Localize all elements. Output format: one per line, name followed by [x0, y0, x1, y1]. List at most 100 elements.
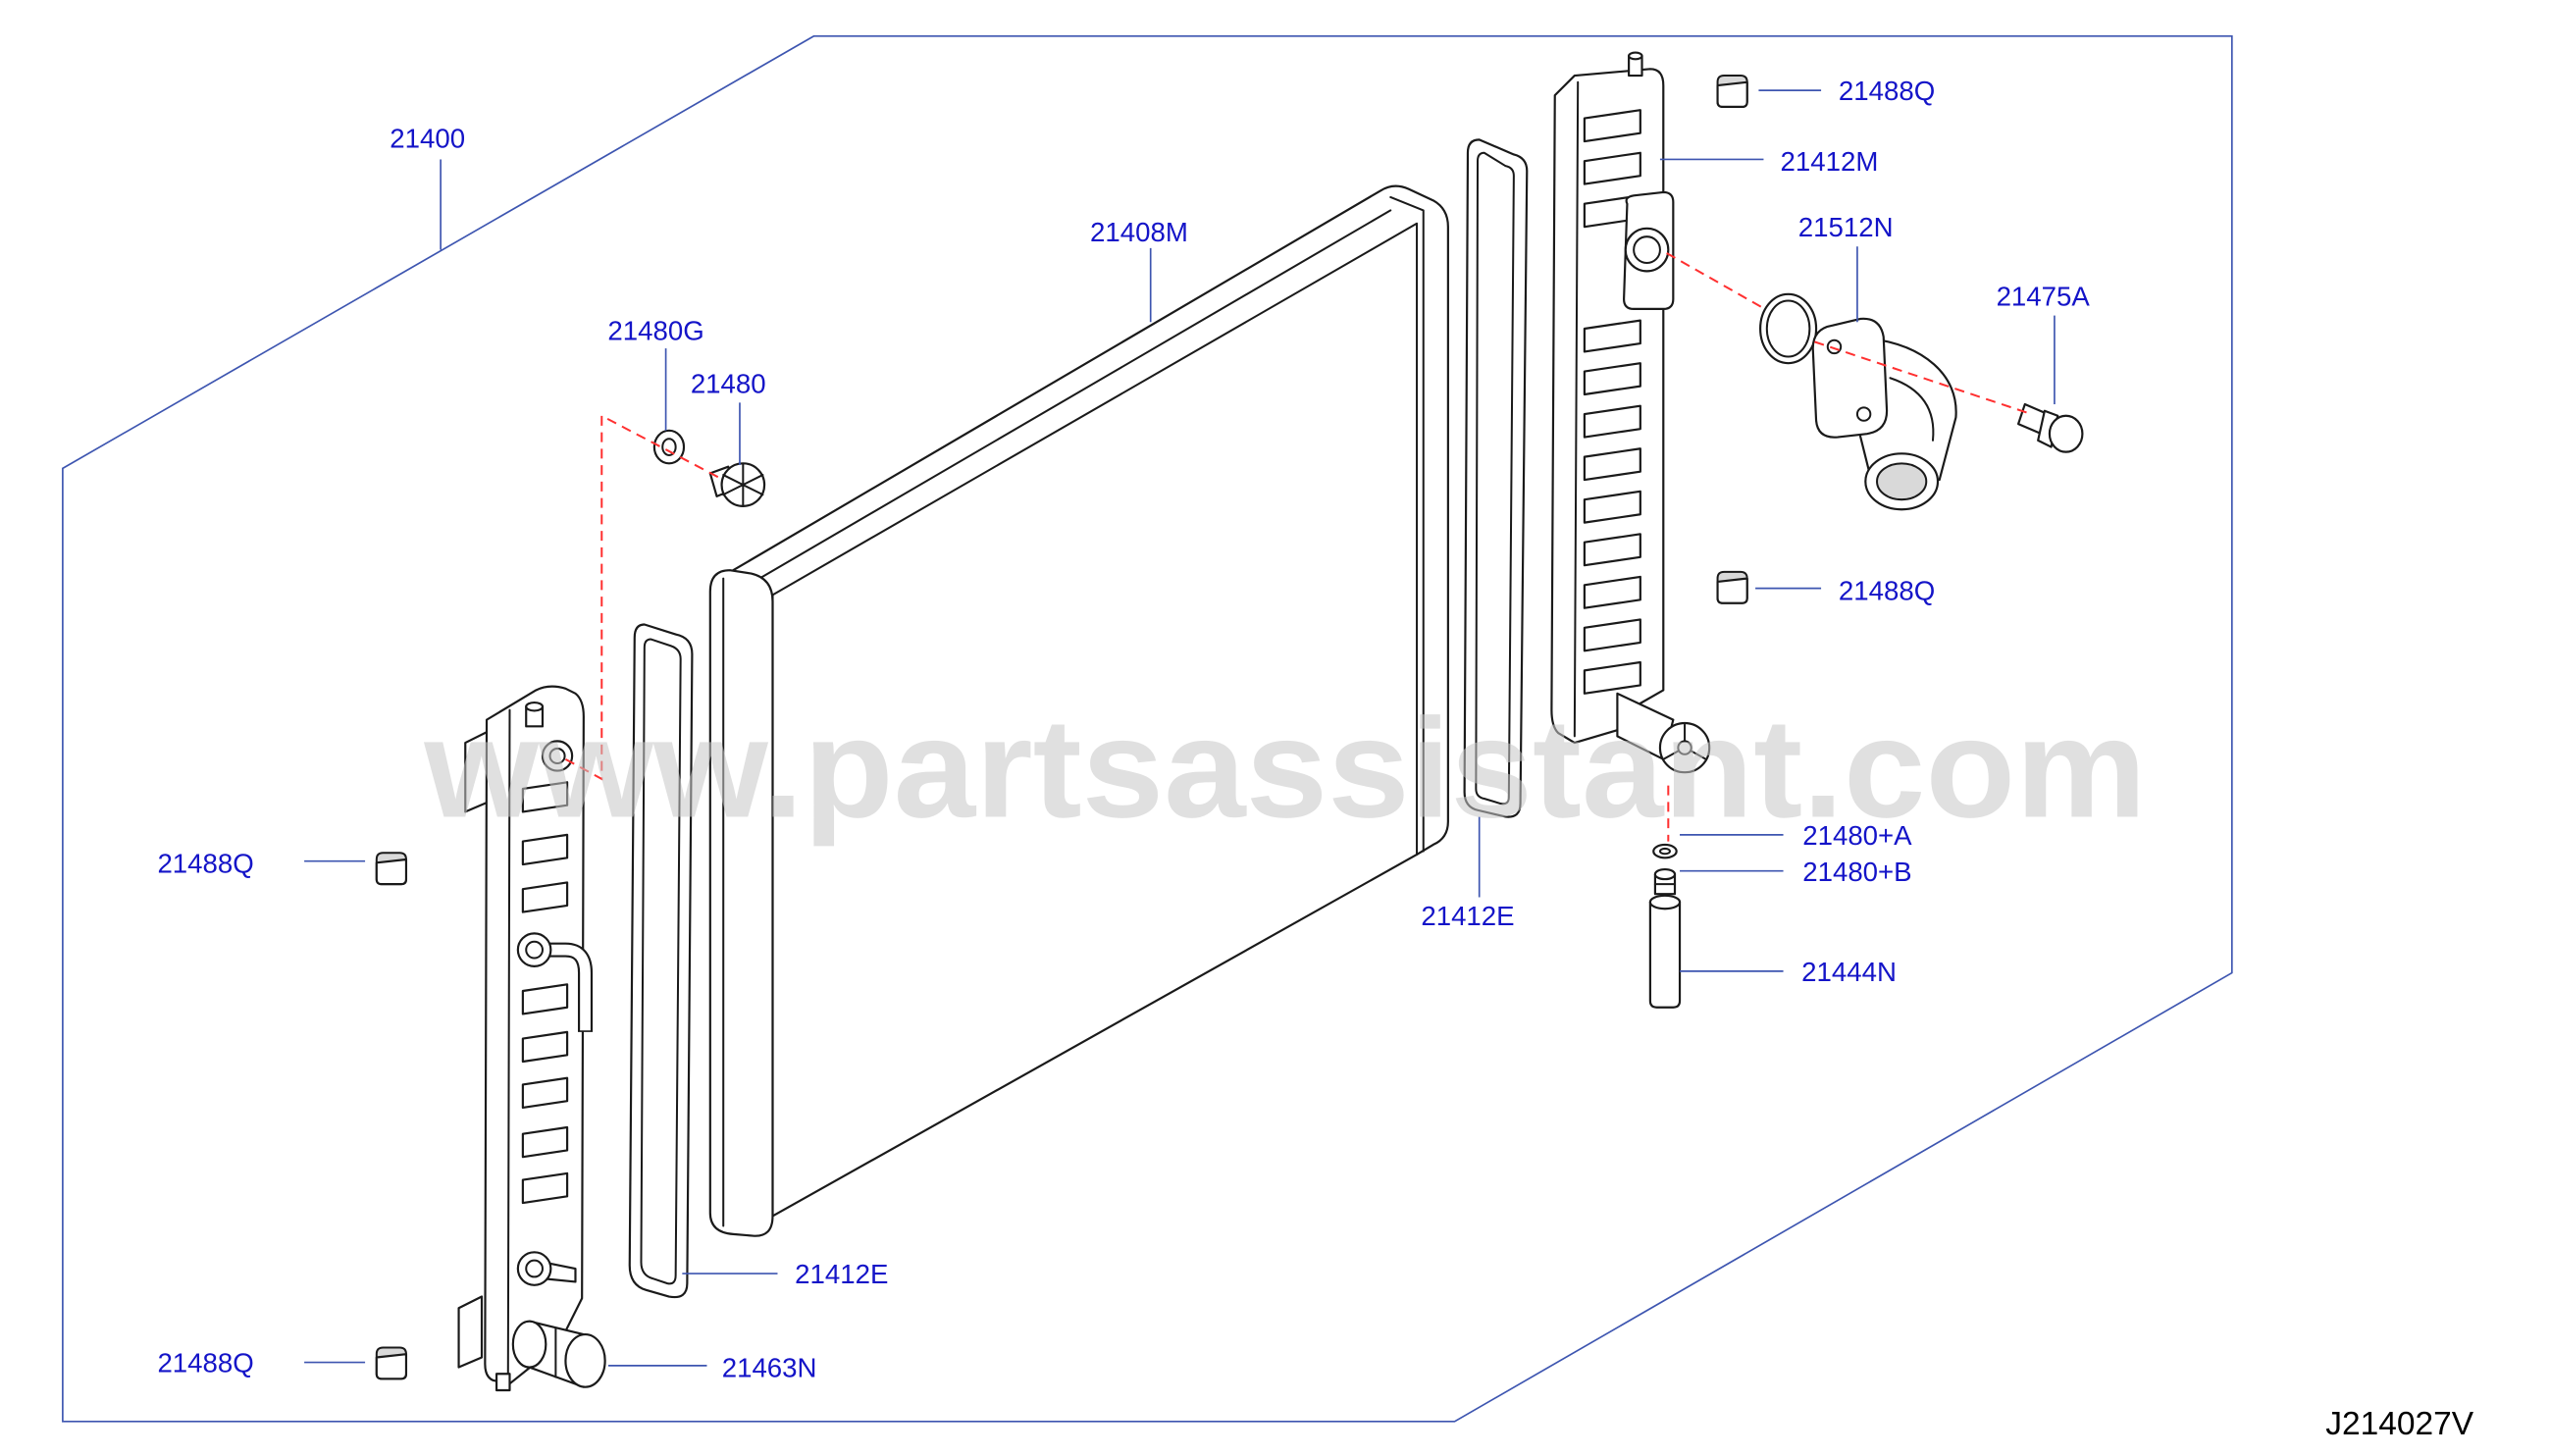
small-washer-hole [1658, 847, 1671, 856]
drain-tube-body [1648, 901, 1682, 1009]
assembly-boundary [62, 35, 2233, 1423]
radiator-core [708, 184, 1449, 1237]
o-ring-inner [1765, 299, 1811, 358]
small-washer [1652, 843, 1678, 859]
inlet-o-ring [1759, 292, 1818, 365]
callout-label: 21480+A [1802, 820, 1912, 851]
left-tank-slot [521, 983, 569, 1015]
left-tank-bottom-stub [495, 1373, 511, 1392]
callout-label: 21488Q [1839, 76, 1935, 106]
callout-label: 21408M [1090, 217, 1188, 247]
callout-label: 21488Q [157, 848, 253, 878]
core-right-frame [1389, 195, 1425, 853]
left-tank-inlet-nipple-bore [525, 940, 544, 960]
bolt-head [2048, 414, 2084, 453]
right-gasket-outer [1463, 138, 1529, 818]
mount-block [1716, 74, 1748, 108]
left-tank-bracket-hole [548, 747, 566, 765]
left-tank-slot [521, 833, 569, 866]
right-tank-slot [1583, 618, 1641, 652]
left-tank-gasket [628, 623, 694, 1299]
right-radiator-tank [1550, 51, 1675, 745]
right-tank-inlet-port-bore [1633, 235, 1661, 264]
left-radiator-tank [457, 685, 594, 1392]
callout-label: 21480G [607, 316, 703, 346]
left-tank-side-edge [506, 708, 511, 1376]
callout-label: 21488Q [157, 1348, 253, 1378]
callout-label: 21463N [722, 1353, 817, 1383]
right-tank-slot [1583, 490, 1641, 524]
water-inlet-bolt-hole [1826, 338, 1843, 355]
drain-cock [1616, 692, 1711, 774]
callout-label: 21412M [1781, 146, 1879, 177]
drain-cock-wing [1658, 721, 1711, 774]
left-tank-lower-fitting-bore [525, 1259, 544, 1278]
core-left-end-plate [708, 569, 774, 1237]
o-ring-outer [1759, 292, 1818, 365]
left-tank-slot [521, 1171, 569, 1205]
water-inlet [1811, 317, 1957, 511]
left-tank-lower-fitting [516, 1251, 552, 1286]
left-tank-slot [521, 1125, 569, 1159]
callout-label: 21400 [390, 124, 465, 154]
mount-block [1716, 570, 1748, 604]
right-tank-slot [1583, 362, 1641, 396]
left-gasket-inner [640, 638, 682, 1285]
washer-hole [661, 438, 677, 456]
leader-lines [304, 89, 2056, 1367]
drain-cock-plug [1653, 867, 1677, 896]
water-inlet-bolt [2016, 402, 2084, 453]
right-tank-top-stub-cap [1628, 51, 1643, 61]
left-tank-clip-lower [457, 1295, 484, 1369]
callout-label: 21475A [1997, 282, 2091, 312]
left-tank-overflow-hose-core [536, 944, 591, 1031]
plug-head-spokes [722, 462, 764, 507]
left-tank-slot [521, 881, 569, 913]
washer-outer [652, 429, 686, 465]
left-tank-inlet-nipple [516, 932, 552, 967]
right-tank-gasket [1463, 138, 1529, 818]
right-tank-slot [1583, 660, 1641, 695]
callout-labels: 21400 21408M 21480G 21480 21488Q 21412M … [157, 76, 2090, 1382]
callout-label: 21444N [1801, 957, 1897, 987]
right-tank-slot [1583, 319, 1641, 353]
core-top-rail [732, 184, 1449, 1218]
callout-label: 21488Q [1839, 575, 1935, 605]
water-inlet-bolt-hole [1855, 406, 1872, 422]
right-tank-slot [1583, 151, 1641, 185]
core-face [771, 222, 1419, 856]
drain-cock-wing-spokes [1662, 723, 1707, 760]
callout-label: 21412E [1421, 901, 1514, 931]
watermark: www.partsassistant.com [423, 689, 2146, 847]
assembly-line-o-ring [1666, 252, 1763, 309]
water-inlet-flange [1811, 317, 1889, 439]
drain-cap-face [564, 1332, 606, 1388]
drain-cap [511, 1320, 606, 1388]
right-gasket-inner [1475, 151, 1515, 806]
drain-tube [1648, 894, 1682, 1009]
drain-washer [652, 429, 686, 465]
left-tank-top-stub-cap [525, 701, 545, 712]
mount-block [375, 852, 408, 886]
water-inlet-bend-line [1889, 377, 1935, 442]
drain-plug [708, 462, 766, 507]
right-tank-slot [1583, 575, 1641, 609]
right-tank-inlet-port [1624, 227, 1670, 273]
left-tank-slot [521, 1030, 569, 1064]
right-tank-side-edge [1573, 80, 1580, 738]
callout-label: 21512N [1798, 212, 1894, 242]
right-tank-slot [1583, 404, 1641, 439]
left-tank-slot [521, 1076, 569, 1110]
drain-cock-washer [1652, 843, 1678, 859]
left-tank-slot [521, 781, 569, 813]
right-tank-slot [1583, 447, 1641, 482]
figure-code: J214027V [2325, 1406, 2473, 1442]
water-inlet-pipe-bore [1876, 462, 1928, 501]
callout-label: 21480 [691, 368, 766, 398]
drain-tube-top [1648, 894, 1682, 910]
left-tank-bracket [541, 740, 574, 772]
assembly-line-drain-plug [564, 414, 724, 781]
mount-block [375, 1346, 408, 1380]
right-tank-slot [1583, 109, 1641, 143]
